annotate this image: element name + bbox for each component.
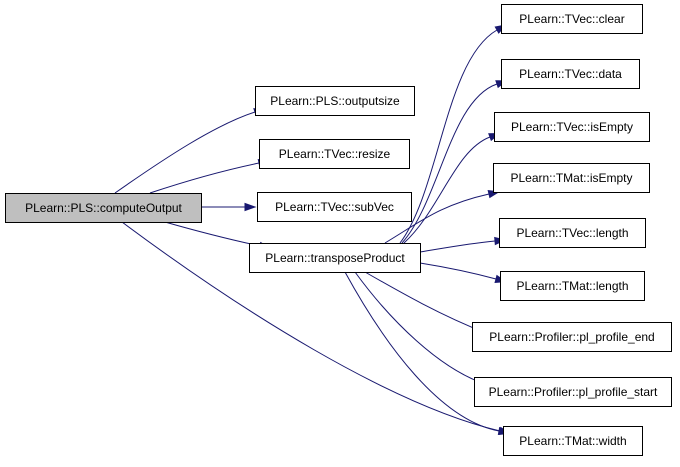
node-label: PLearn::TVec::isEmpty — [511, 120, 633, 134]
edge-line — [364, 271, 487, 334]
node-profile-end[interactable]: PLearn::Profiler::pl_profile_end — [472, 322, 672, 352]
edge-transpose_product-to-tvec_data — [401, 80, 508, 244]
node-box — [472, 322, 672, 352]
edge-line — [114, 111, 256, 194]
edge-transpose_product-to-tvec_isempty — [403, 132, 501, 244]
edge-compute_output-to-tvec_resize — [149, 159, 271, 194]
node-label: PLearn::TVec::resize — [279, 147, 391, 161]
edge-line — [419, 240, 496, 253]
edge-line — [399, 29, 498, 244]
edge-transpose_product-to-tmat_width — [344, 271, 511, 436]
node-label: PLearn::TVec::subVec — [275, 200, 394, 214]
edge-line — [149, 162, 260, 194]
node-box — [499, 218, 646, 248]
edge-transpose_product-to-tmat_length — [419, 262, 508, 283]
node-compute-output[interactable]: PLearn::PLS::computeOutput — [5, 193, 202, 223]
edge-line — [354, 271, 489, 386]
node-label: PLearn::Profiler::pl_profile_start — [489, 385, 658, 399]
node-label: PLearn::PLS::outputsize — [270, 94, 400, 108]
node-box — [500, 271, 645, 301]
node-box — [474, 377, 672, 407]
node-tvec-length[interactable]: PLearn::TVec::length — [499, 218, 646, 248]
node-box — [501, 59, 640, 89]
node-profile-start[interactable]: PLearn::Profiler::pl_profile_start — [474, 377, 672, 407]
node-label: PLearn::transposeProduct — [265, 251, 405, 265]
node-label: PLearn::TVec::clear — [519, 12, 624, 26]
node-box — [494, 112, 650, 142]
edge-line — [121, 221, 501, 432]
node-tvec-data[interactable]: PLearn::TVec::data — [501, 59, 640, 89]
node-tmat-isempty[interactable]: PLearn::TMat::isEmpty — [493, 163, 650, 193]
node-tmat-width[interactable]: PLearn::TMat::width — [503, 426, 643, 456]
node-tvec-resize[interactable]: PLearn::TVec::resize — [259, 139, 410, 169]
node-label: PLearn::TMat::isEmpty — [510, 171, 632, 185]
node-box — [5, 193, 202, 223]
edge-line — [384, 193, 490, 244]
node-label: PLearn::PLS::computeOutput — [25, 201, 182, 215]
node-outputsize[interactable]: PLearn::PLS::outputsize — [255, 86, 415, 116]
node-label: PLearn::TVec::data — [519, 67, 622, 81]
edge-transpose_product-to-tvec_length — [419, 236, 507, 253]
node-tmat-length[interactable]: PLearn::TMat::length — [500, 271, 645, 301]
node-label: PLearn::TMat::length — [516, 279, 628, 293]
node-box — [249, 243, 421, 273]
node-label: PLearn::TVec::length — [516, 226, 628, 240]
edge-line — [164, 221, 261, 247]
node-box — [257, 192, 412, 222]
node-box — [503, 426, 643, 456]
edge-line — [403, 136, 491, 244]
node-transpose-product[interactable]: PLearn::transposeProduct — [249, 243, 421, 273]
edge-line — [401, 83, 498, 244]
node-tvec-clear[interactable]: PLearn::TVec::clear — [501, 4, 643, 34]
node-tvec-isempty[interactable]: PLearn::TVec::isEmpty — [494, 112, 650, 142]
edge-compute_output-to-tvec_subvec — [201, 202, 257, 212]
node-box — [501, 4, 643, 34]
node-label: PLearn::Profiler::pl_profile_end — [489, 330, 654, 344]
node-box — [493, 163, 650, 193]
edge-line — [419, 262, 497, 280]
edge-line — [344, 271, 500, 432]
node-box — [255, 86, 415, 116]
node-box — [259, 139, 410, 169]
node-tvec-subvec[interactable]: PLearn::TVec::subVec — [257, 192, 412, 222]
node-label: PLearn::TMat::width — [519, 434, 626, 448]
arrowhead-icon — [244, 202, 257, 212]
